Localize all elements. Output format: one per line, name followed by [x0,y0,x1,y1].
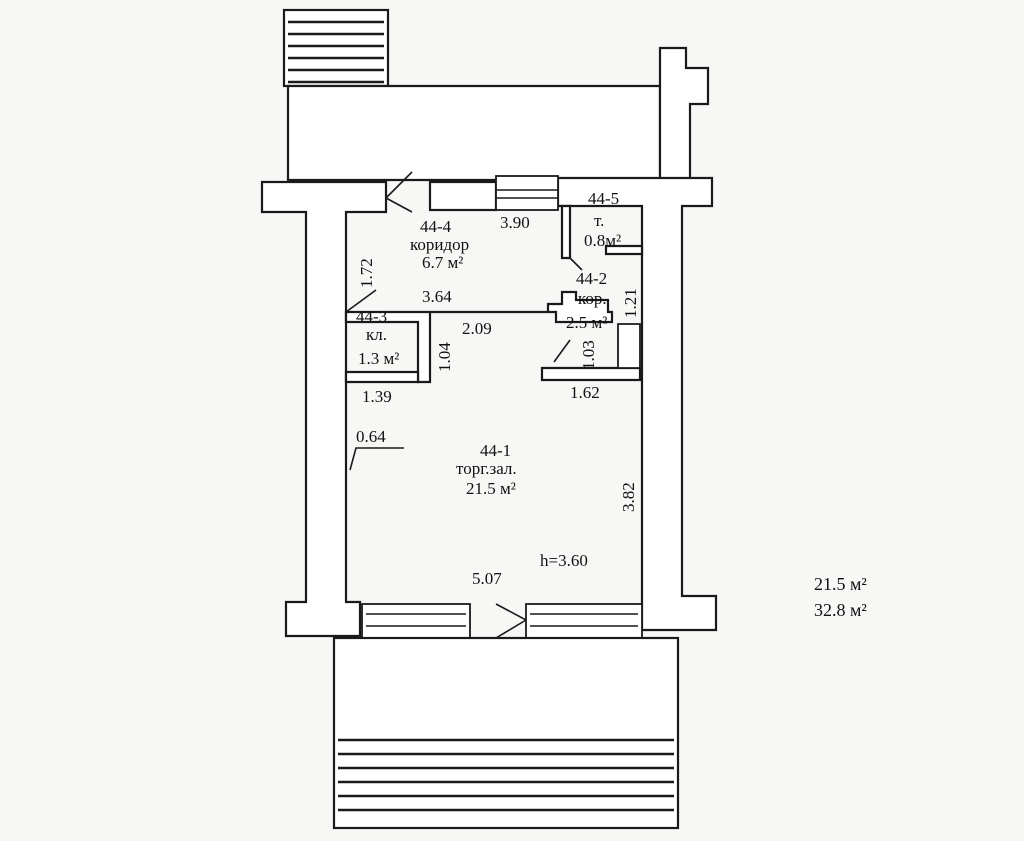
dim-162: 1.62 [570,383,600,402]
svg-text:1.3 м²: 1.3 м² [358,349,399,368]
dim-064: 0.64 [356,427,386,446]
dim-507: 5.07 [472,569,502,588]
dim-209: 2.09 [462,319,492,338]
room-44-4-label: 44-4 коридор 6.7 м² [410,217,469,272]
room-44-2-label: 44-2 кор. 2.5 м² [566,269,607,332]
dim-390: 3.90 [500,213,530,232]
svg-text:т.: т. [594,211,604,230]
svg-text:кл.: кл. [366,325,387,344]
svg-text:коридор: коридор [410,235,469,254]
dim-382: 3.82 [619,482,638,512]
dim-104: 1.04 [435,342,454,372]
svg-text:44-4: 44-4 [420,217,452,236]
svg-text:21.5 м²: 21.5 м² [466,479,516,498]
svg-text:6.7 м²: 6.7 м² [422,253,463,272]
total-main-area: 21.5 м² [814,574,867,594]
top-staircase [282,8,390,88]
ceiling-height: h=3.60 [540,551,588,570]
room-44-1-label: 44-1 торг.зал. 21.5 м² [456,441,517,498]
total-area: 32.8 м² [814,600,867,620]
svg-text:торг.зал.: торг.зал. [456,459,517,478]
dim-leader-064 [349,447,404,471]
dim-364: 3.64 [422,287,452,306]
svg-text:2.5 м²: 2.5 м² [566,313,607,332]
room-44-5-label: 44-5 т. 0.8м² [584,189,621,250]
top-partition [385,171,559,213]
right-wall [556,176,718,632]
dim-103: 1.03 [579,340,598,370]
bottom-wall [361,603,643,639]
svg-text:44-3: 44-3 [356,307,387,326]
svg-text:кор.: кор. [578,289,607,308]
dim-139: 1.39 [362,387,392,406]
dim-172: 1.72 [357,258,376,288]
svg-text:44-2: 44-2 [576,269,607,288]
bottom-porch [332,636,680,830]
dim-121: 1.21 [621,288,640,318]
room-44-3-label: 44-3 кл. 1.3 м² [356,307,399,368]
inner-partitions [344,289,642,384]
svg-text:44-5: 44-5 [588,189,619,208]
left-wall [260,180,388,638]
svg-text:44-1: 44-1 [480,441,511,460]
svg-text:0.8м²: 0.8м² [584,231,621,250]
toilet-partition [560,204,644,271]
